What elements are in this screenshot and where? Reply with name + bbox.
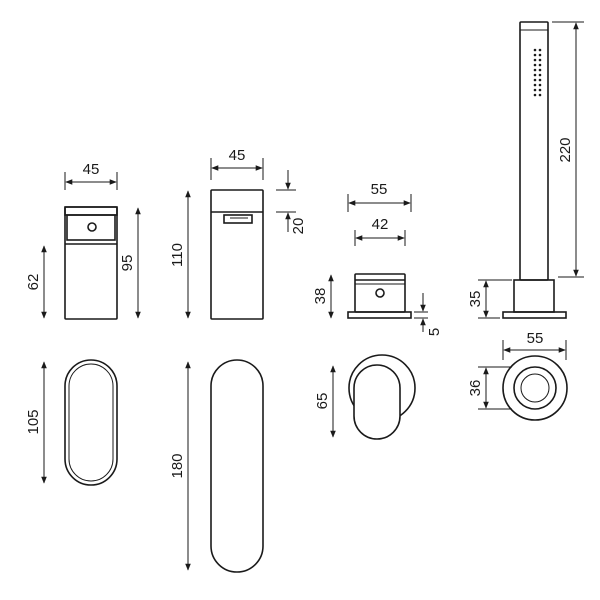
small-mixer-total-dim: 95 [119,207,141,319]
small-mixer-body-dim: 62 [25,245,47,319]
dim-handset-holder: 35 [467,291,484,308]
dim-tall-lever: 20 [290,218,307,235]
diverter-inner-dim: 42 [354,216,406,246]
outlet-ring-dim: 36 [467,366,512,410]
small-plate-dim: 105 [25,361,47,484]
dim-diverter-inner: 42 [372,216,389,233]
hand-shower-base-dim: 55 [502,330,567,360]
hand-shower-outlet-ring [502,355,568,421]
dim-handset-base: 55 [527,330,544,347]
dim-small-width: 45 [83,161,100,178]
hand-shower-side-view [502,21,567,319]
dim-small-body: 62 [25,274,42,291]
diverter-round-plate [348,354,416,440]
tall-mixer-width-dim: 45 [210,147,264,180]
tall-mixer-side-view [210,189,264,320]
small-cover-plate [64,359,118,486]
diverter-side-view [347,273,412,319]
dim-tall-height: 110 [169,243,186,267]
small-mixer-side-view [64,206,118,320]
diverter-height-dim: 38 [312,274,334,319]
dim-plate-round: 65 [314,393,331,410]
dim-plate-small: 105 [25,409,42,434]
diverter-base-dim: 5 [414,293,443,336]
hand-shower-holder-dim: 35 [467,279,512,319]
tall-mixer-height-dim: 110 [169,190,191,319]
diverter-width-dim: 55 [347,181,412,212]
hand-shower-height-dim: 220 [552,21,584,278]
small-mixer-width-dim: 45 [64,161,118,190]
shower-nozzle-holes [533,48,542,97]
dim-handset-height: 220 [557,137,574,162]
dim-plate-large: 180 [169,453,186,478]
dim-handset-ring: 36 [467,380,484,397]
dim-small-total: 95 [119,255,136,272]
diverter-plate-dim: 65 [314,365,336,438]
large-cover-plate [210,359,264,573]
large-plate-dim: 180 [169,361,191,571]
tall-mixer-lever-dim: 20 [276,170,307,234]
dim-diverter-base: 5 [426,328,443,336]
dim-diverter-width: 55 [371,181,388,198]
dim-diverter-height: 38 [312,288,329,305]
dim-tall-width: 45 [229,147,246,164]
